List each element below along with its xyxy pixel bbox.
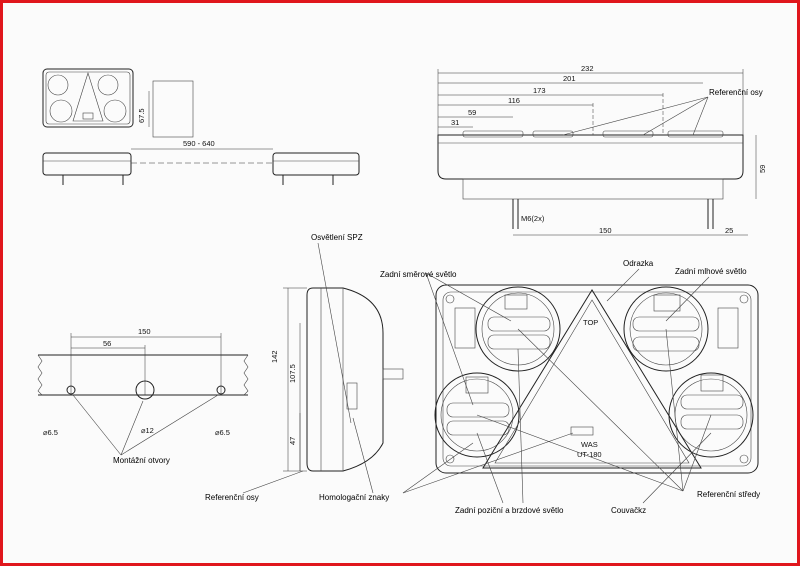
dim-173: 173: [533, 86, 546, 95]
dim-142: 142: [270, 350, 279, 363]
dim-m6: M6(2x): [521, 214, 545, 223]
label-montazni-otvory: Montážní otvory: [113, 456, 170, 465]
marking-ut: UT-180: [577, 450, 602, 459]
dim-116: 116: [508, 96, 520, 105]
marking-top: TOP: [583, 318, 598, 327]
label-couvacka: Couvačkz: [611, 506, 646, 515]
small-top-views: [42, 148, 360, 185]
label-osvetleni-spz: Osvětlení SPZ: [311, 233, 363, 242]
dim-31: 31: [451, 118, 459, 127]
dim-47: 47: [288, 437, 297, 445]
dim-150-mounting: 150: [138, 327, 151, 336]
dim-6-5-right: ⌀6.5: [215, 428, 230, 437]
label-zadni-mlhove-svetlo: Zadní mlhové světlo: [675, 267, 747, 276]
dim-59-vertical: 59: [758, 165, 767, 173]
dim-590-640: 590 - 640: [183, 139, 215, 148]
label-referencni-osy-top: Referenční osy: [709, 88, 763, 97]
label-referencni-stredy: Referenční středy: [697, 490, 760, 499]
label-zadni-pozicni-brzdove: Zadní poziční a brzdové světlo: [455, 506, 564, 515]
small-front-view: [42, 68, 194, 138]
dim-67-5: 67.5: [137, 108, 146, 123]
dim-25: 25: [725, 226, 733, 235]
label-zadni-smerove-svetlo: Zadní směrové světlo: [380, 270, 457, 279]
dim-201: 201: [563, 74, 576, 83]
dim-232: 232: [581, 64, 594, 73]
dim-59: 59: [468, 108, 476, 117]
label-referencni-osy-bottom: Referenční osy: [205, 493, 259, 502]
marking-was: WAS: [581, 440, 598, 449]
mounting-holes-view: [37, 333, 249, 456]
side-profile-view: [242, 242, 404, 494]
dim-107-5: 107.5: [288, 364, 297, 383]
technical-drawing: 67.5 590 - 640: [37, 64, 767, 515]
top-view: [437, 69, 757, 236]
label-odrazka: Odrazka: [623, 259, 654, 268]
front-view: [402, 268, 759, 504]
dim-6-5-left: ⌀6.5: [43, 428, 58, 437]
dim-150-bottom: 150: [599, 226, 612, 235]
dim-12: ⌀12: [141, 426, 154, 435]
dim-56: 56: [103, 339, 111, 348]
label-homologacni-znaky: Homologační znaky: [319, 493, 389, 502]
